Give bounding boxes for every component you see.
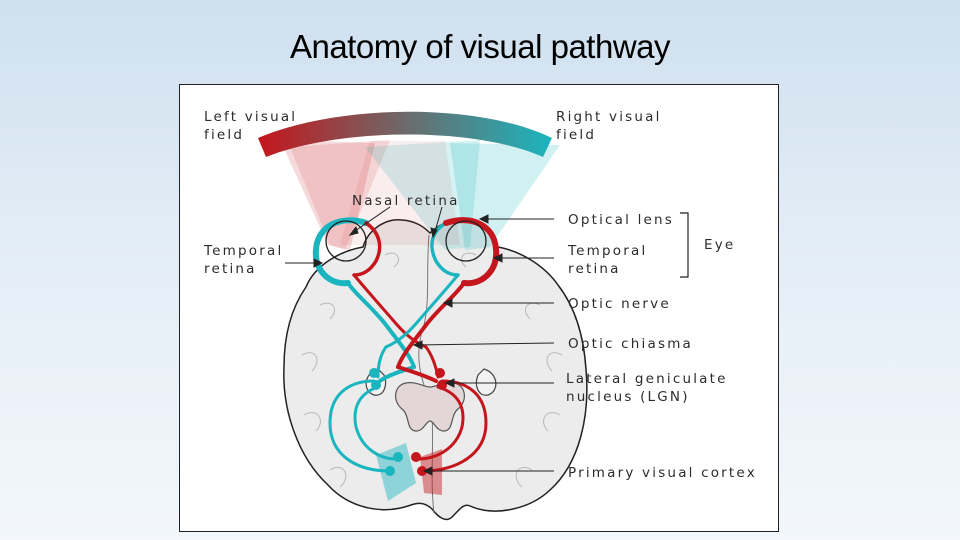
- lgn-left-dot-2: [371, 380, 381, 390]
- lgn-right-dot-2: [437, 380, 447, 390]
- cortex-right-dot-2: [417, 466, 427, 476]
- lgn-right-shape: [475, 368, 497, 396]
- eye-label: Eye: [704, 237, 735, 253]
- midbrain: [395, 381, 465, 432]
- left-eye: [312, 217, 382, 287]
- nasal-retina-label: Nasal retina: [352, 193, 460, 209]
- lgn-right-dot-1: [435, 368, 445, 378]
- optical-lens-label: Optical lens: [568, 212, 674, 228]
- optic-chiasma-label: Optic chiasma: [568, 336, 693, 352]
- cortex-left-dot-1: [393, 452, 403, 462]
- slide-title: Anatomy of visual pathway: [289, 28, 671, 65]
- lgn-left-dot-1: [369, 368, 379, 378]
- cortex-right-dot-1: [411, 452, 421, 462]
- brain-gyri: [301, 252, 563, 488]
- cortex-left-dot-2: [385, 466, 395, 476]
- eye-bracket: [680, 212, 689, 278]
- primary-visual-cortex-label: Primary visual cortex: [568, 465, 757, 481]
- label-arrows: [285, 206, 555, 476]
- optic-nerve-label: Optic nerve: [568, 296, 671, 312]
- visual-field-arc: [258, 111, 552, 157]
- optic-pathway: [328, 273, 488, 473]
